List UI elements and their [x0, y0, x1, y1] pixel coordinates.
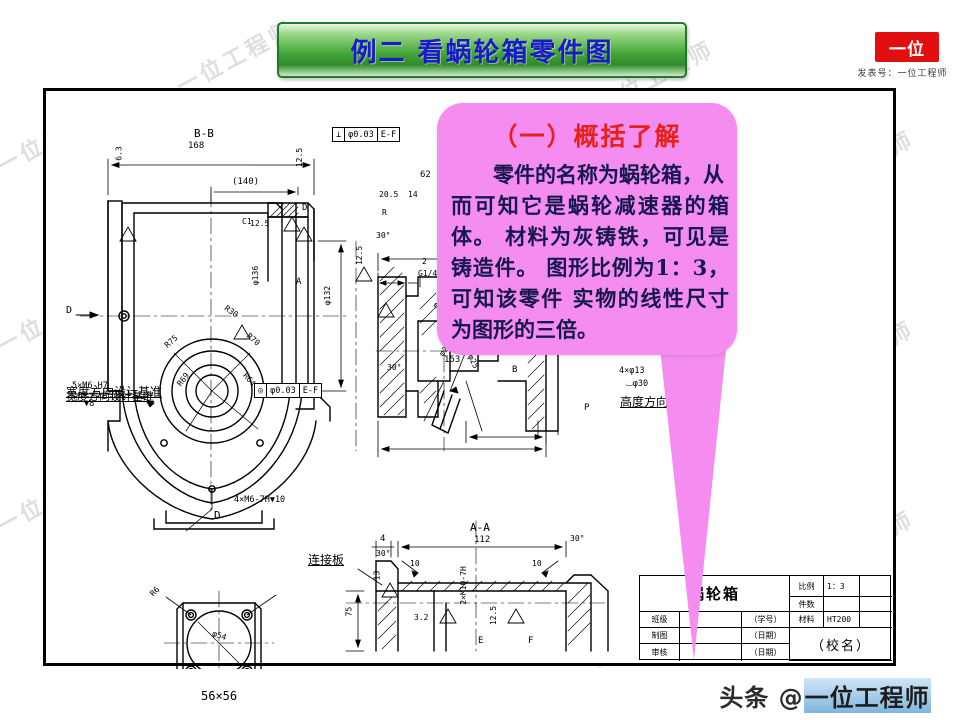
datum-label-d: D	[66, 305, 73, 316]
tolerance-frame-concentricity: ◎ φ0.03 E-F	[254, 383, 323, 398]
datum-label-d2: D	[302, 203, 308, 213]
footer-watermark: 头条 @一位工程师	[700, 677, 950, 713]
title-block-class-value	[680, 612, 742, 628]
title-block-drawn-value	[680, 628, 742, 644]
ra-label: 12.5	[250, 219, 270, 228]
datum-label-f: F	[528, 636, 534, 646]
callout-heading: （一）概括了解	[492, 122, 682, 151]
title-block-qty-label: 件数	[790, 597, 824, 612]
datum-label-b: B	[512, 365, 518, 375]
dim-30deg: 30°	[387, 363, 402, 372]
callout-line-3: 材料为灰铸铁，可见是铸造件。	[451, 224, 730, 280]
ra-label: 6.3	[114, 146, 124, 161]
dim-aa-4: 4	[380, 534, 386, 544]
datum-label-e: E	[478, 636, 484, 646]
dim-d-56x56: 56×56	[201, 689, 238, 703]
callout-line-2: 而可知它是蜗轮减速器的箱体。	[451, 193, 729, 249]
title-block-material-value: HT200	[824, 612, 860, 628]
brand-logo: 一位	[875, 32, 939, 62]
dim-aa-112: 112	[474, 535, 491, 545]
annotation-width-datum-visible: 宽度方向设计基准	[66, 390, 154, 403]
title-block-drawn-label: 制图	[640, 628, 680, 644]
datum-label-a: A	[296, 277, 302, 287]
title-block-blank-2	[860, 597, 892, 612]
dim-z2: 2	[422, 257, 427, 266]
dim-aa-30deg-right: 30°	[570, 534, 585, 543]
title-block: 蜗轮箱 比例 1：3 件数 班级 （学号） 材料 HT200 制	[639, 575, 892, 661]
title-block-class-label: 班级	[640, 612, 680, 628]
brand-logo-text: 一位	[889, 39, 925, 60]
tol-value: φ0.03	[267, 384, 300, 397]
callout-line-5: 实物的线性尺寸为图形的三倍。	[451, 286, 730, 342]
dim-aa-75: 75	[344, 606, 354, 617]
title-block-blank-1	[860, 576, 892, 597]
annotation-connect-plate: 连接板	[308, 553, 345, 567]
dim-14: 14	[408, 190, 418, 199]
dim-aa-10-right: 10	[532, 559, 542, 568]
annotation-thread-4x: 4×M6-7H▼10	[234, 495, 286, 505]
dim-phi132: φ132	[323, 285, 333, 306]
annotation-width-datum-text: 宽度方向设计基准	[66, 385, 163, 399]
slide-title-banner: 例二 看蜗轮箱零件图	[277, 22, 687, 78]
dim-62: 62	[420, 170, 431, 180]
title-block-check-label: 审核	[640, 644, 680, 661]
dim-phi136: φ136	[251, 265, 261, 286]
callout-line-4: 图形比例为1：3，可知该零件	[451, 255, 729, 311]
dim-aa-10-left: 10	[410, 559, 420, 568]
dim-bb-overall: 168	[188, 141, 205, 151]
footer-watermark-prefix: 头条 @	[719, 683, 804, 712]
annotation-thread-5x-depth: ▼8	[84, 399, 95, 409]
tol-symbol: ◎	[255, 384, 268, 397]
callout-line-1: 零件的名称为蜗轮箱，从	[493, 162, 724, 187]
ra-label: 12.5	[489, 605, 499, 626]
dim-m10: 2×M10-7H	[458, 566, 468, 605]
tolerance-frame-perpendicularity: ⊥ φ0.03 E-F	[332, 127, 401, 142]
dim-20-5: 20.5	[379, 190, 399, 199]
dim-c1: C1	[242, 217, 252, 226]
title-block-scale-label: 比例	[790, 576, 824, 597]
dim-153: 153	[444, 355, 461, 365]
ra-label: 3.2	[414, 613, 429, 622]
footer-watermark-name: 一位工程师	[803, 677, 931, 713]
annotation-counterbore: ⌴φ30	[626, 379, 649, 389]
title-block-check-date: （日期）	[742, 644, 790, 661]
dim-g14: G1/4	[418, 269, 438, 278]
dim-aa-30deg-left: 30°	[376, 549, 391, 558]
dim-30: 30°	[376, 231, 391, 240]
callout-tail	[658, 330, 728, 660]
tol-datum: E-F	[302, 385, 319, 396]
ra-label: 12.5	[295, 147, 305, 168]
callout-body: 零件的名称为蜗轮箱，从 而可知它是蜗轮减速器的箱体。 材料为灰铸铁，可见是铸造件…	[451, 159, 729, 345]
ra-label: 12.5	[355, 245, 365, 266]
view-label-aa: A-A	[470, 521, 490, 534]
tol-value: φ0.03	[345, 128, 378, 141]
title-block-material-label: 材料	[790, 612, 824, 628]
annotation-hole-4x: 4×φ13	[619, 366, 645, 376]
dim-bb-inner: (140)	[232, 177, 260, 187]
brand-logo-caption: 发表号：一位工程师	[857, 68, 948, 78]
dim-r-label: R	[382, 208, 387, 217]
title-block-student-no: （学号）	[742, 612, 790, 628]
page-title: 例二 看蜗轮箱零件图	[350, 37, 614, 68]
view-label-bb: B-B	[194, 127, 214, 140]
view-label-d: D	[214, 509, 221, 522]
title-block-drawn-date: （日期）	[742, 628, 790, 644]
annotation-thread-5x: 5×M6-H7	[72, 381, 108, 391]
title-block-check-value	[680, 644, 742, 661]
tol-datum: E-F	[380, 129, 397, 140]
datum-label-p: P	[584, 403, 590, 413]
title-block-qty-value	[824, 597, 860, 612]
tol-symbol: ⊥	[333, 128, 346, 141]
explanation-callout: （一）概括了解 零件的名称为蜗轮箱，从 而可知它是蜗轮减速器的箱体。 材料为灰铸…	[437, 103, 737, 355]
dim-aa-13: 13	[372, 570, 382, 581]
title-block-scale-value: 1：3	[824, 576, 860, 597]
title-block-blank-3	[860, 612, 892, 628]
title-block-school: （校名）	[790, 628, 892, 661]
